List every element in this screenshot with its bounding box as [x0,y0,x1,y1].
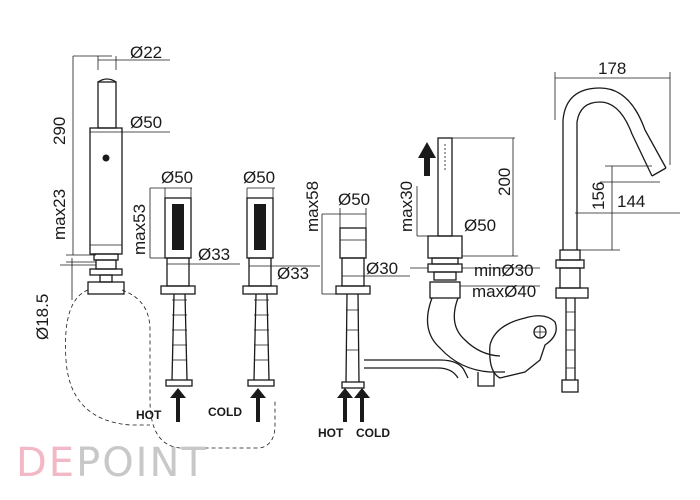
cold-handle-assembly [242,197,278,387]
spout-hose-outline-2 [121,289,276,449]
shower-min-diameter: minØ30 [474,261,534,280]
spout-max: max23 [50,189,69,240]
spout-base-diameter: Ø18.5 [33,294,52,340]
spout-neck [97,81,117,129]
spout-dimensions: Ø22 Ø50 290 max23 Ø18.5 [33,43,170,340]
tall-spout-width: 178 [598,59,626,78]
tall-spout-dimensions: 178 156 144 [554,59,680,251]
diverter-assembly [335,227,469,389]
tall-spout-height-1: 156 [589,182,608,210]
hot-arrow-right [337,388,353,422]
cold-handle-diameter: Ø50 [243,168,275,187]
cold-handle-dimensions: Ø50 Ø33 [243,168,320,283]
cold-label: COLD [208,405,242,419]
tall-spout-outer [562,87,667,250]
tall-spout-assembly [555,87,667,393]
hot-handle-max: max53 [130,204,149,255]
hot-handle-dimensions: Ø50 max53 Ø33 [130,168,240,265]
hand-shower-assembly [426,137,557,387]
shower-up-arrow [418,142,436,176]
spout-mount [87,281,125,295]
spout-hose-outline [65,289,150,426]
spout-outlet [102,154,110,162]
diverter-stem-diameter: Ø30 [366,259,398,278]
shower-max: max30 [397,181,416,232]
cold-arrow-right [354,388,370,422]
diverter-hose [364,359,469,379]
cold-label-right: COLD [356,426,390,440]
shower-diameter: Ø50 [464,216,496,235]
shower-height: 200 [495,168,514,196]
hand-shower-dimensions: max30 200 Ø50 minØ30 maxØ40 [397,137,540,301]
watermark-logo: DEPOINT [16,440,208,486]
mixer-valve [489,315,557,379]
spout-top-diameter: Ø22 [130,43,162,62]
tall-spout-height-2: 144 [617,192,645,211]
watermark-part-1: DE [16,440,76,486]
svg-text:DEPOINT: DEPOINT [16,440,208,486]
diverter-diameter: Ø50 [338,190,370,209]
hot-arrow [170,388,186,422]
diverter-max: max58 [303,181,322,232]
spout-height: 290 [50,117,69,145]
hot-handle-diameter: Ø50 [161,168,193,187]
spout-assembly [87,78,125,295]
spout-diameter: Ø50 [130,113,162,132]
hand-shower-hose [426,297,505,373]
spout-body [89,127,123,255]
hot-handle-assembly [160,197,196,387]
diverter-dimensions: Ø50 max58 Ø30 [303,181,410,295]
hot-label: HOT [136,408,162,422]
cold-handle-stem-diameter: Ø33 [277,264,309,283]
hot-label-right: HOT [318,426,344,440]
spout-tip [97,78,117,83]
watermark-part-2: POINT [76,440,208,486]
cold-arrow [250,388,266,422]
hot-handle-stem-diameter: Ø33 [198,245,230,264]
diverter-knob [339,227,367,259]
shower-max-diameter: maxØ40 [472,282,536,301]
hand-shower-holder [427,235,463,259]
